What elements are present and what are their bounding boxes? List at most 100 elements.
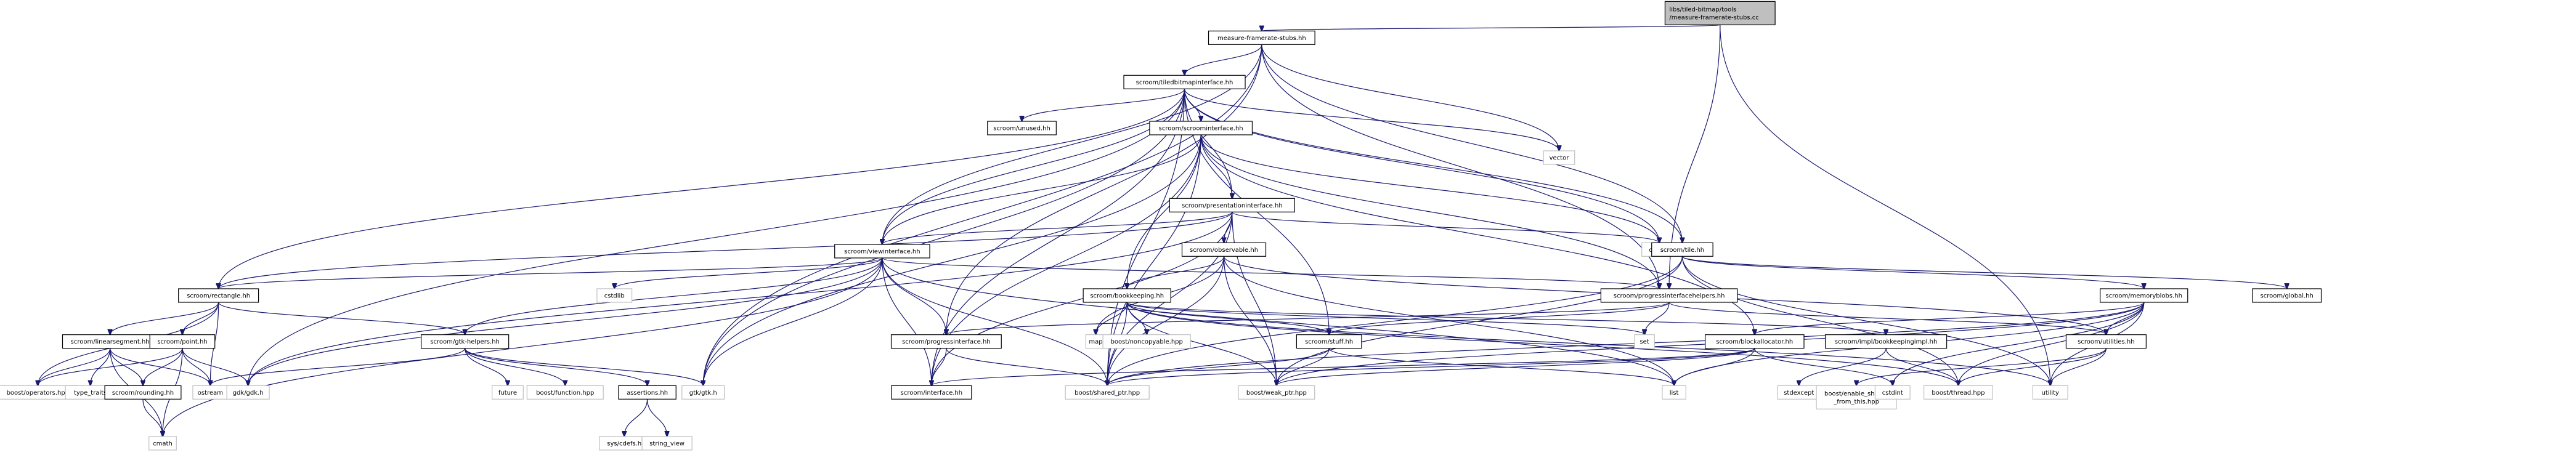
node-scroomi[interactable]: scroom/scroominterface.hh xyxy=(1149,121,1253,135)
node-gtk[interactable]: gtk/gtk.h xyxy=(681,385,725,400)
node-gdk[interactable]: gdk/gdk.h xyxy=(226,385,270,400)
node-stdexcept[interactable]: stdexcept xyxy=(1777,385,1821,400)
node-root[interactable]: libs/tiled-bitmap/tools/measure-framerat… xyxy=(1664,1,1776,25)
edge-memblobs-to-sharedptr xyxy=(1107,302,2145,385)
edge-tbi-to-rect xyxy=(219,89,1185,289)
edge-tile-to-thread xyxy=(1681,256,1958,385)
node-memblobs[interactable]: scroom/memoryblobs.hh xyxy=(2100,288,2188,303)
edge-viewi-to-interface xyxy=(882,257,932,385)
edge-mfs-to-vector xyxy=(1261,44,1559,151)
node-future[interactable]: future xyxy=(492,385,524,400)
node-box xyxy=(1065,385,1150,400)
edge-bkimpl-to-stdexcept xyxy=(1799,348,1887,386)
edge-scroomi-to-string xyxy=(1200,134,1659,289)
node-box xyxy=(1149,121,1253,135)
edge-gtkh-to-gtk xyxy=(465,348,704,386)
node-sharedptr[interactable]: boost/shared_ptr.hpp xyxy=(1065,385,1150,400)
node-box xyxy=(420,334,510,349)
node-ostream[interactable]: ostream xyxy=(192,385,229,400)
node-bookkeeping[interactable]: scroom/bookkeeping.hh xyxy=(1083,288,1171,303)
node-box xyxy=(1102,334,1191,349)
edge-presi-to-rect xyxy=(219,212,1233,289)
node-label: type_traits xyxy=(74,390,107,397)
node-linseg[interactable]: scroom/linearsegment.hh xyxy=(62,334,158,349)
edge-mfs-to-string xyxy=(1261,44,1659,289)
edge-rect-to-linseg xyxy=(110,302,219,335)
edge-viewi-to-gtk xyxy=(703,257,883,385)
node-label: future xyxy=(498,390,517,397)
node-global[interactable]: scroom/global.hh xyxy=(2252,288,2322,303)
node-bfunction[interactable]: boost/function.hpp xyxy=(526,385,604,400)
edge-scroomi-to-viewi xyxy=(882,134,1201,244)
node-label: scroom/progressinterface.hh xyxy=(902,339,991,345)
node-viewi[interactable]: scroom/viewinterface.hh xyxy=(834,244,930,259)
node-stuff[interactable]: scroom/stuff.hh xyxy=(1296,334,1362,349)
edge-stuff-to-list xyxy=(1328,348,1674,386)
edge-blockalloc-to-cstdint xyxy=(1754,348,1893,386)
node-progi[interactable]: scroom/progressinterface.hh xyxy=(890,334,1002,349)
node-utilities[interactable]: scroom/utilities.hh xyxy=(2065,334,2147,349)
node-label: scroom/linearsegment.hh xyxy=(71,339,150,345)
node-noncopy[interactable]: boost/noncopyable.hpp xyxy=(1102,334,1191,349)
node-bkimpl[interactable]: scroom/impl/bookkeepingimpl.hh xyxy=(1824,334,1948,349)
node-observable[interactable]: scroom/observable.hh xyxy=(1181,242,1267,257)
node-tile[interactable]: scroom/tile.hh xyxy=(1651,242,1713,257)
edge-presi-to-weakptr xyxy=(1232,212,1277,385)
node-cstdint[interactable]: cstdint xyxy=(1874,385,1911,400)
node-label: scroom/unused.hh xyxy=(993,125,1050,132)
node-box xyxy=(1824,334,1948,349)
edge-pih-to-utilities xyxy=(1668,302,2106,335)
node-label: scroom/impl/bookkeepingimpl.hh xyxy=(1835,339,1937,345)
edge-memblobs-to-blockalloc xyxy=(1755,302,2145,335)
node-label: sys/cdefs.h xyxy=(607,440,641,447)
edge-viewi-to-sharedptr xyxy=(882,257,1107,385)
node-label: assertions.hh xyxy=(627,390,668,397)
node-cstdlib[interactable]: cstdlib xyxy=(596,288,633,303)
edge-observable-to-bookkeeping xyxy=(1127,256,1225,289)
edge-tbi-to-cairo xyxy=(1184,89,1660,243)
node-box xyxy=(641,436,693,451)
edge-tile-to-utility xyxy=(1681,256,2050,385)
node-rect[interactable]: scroom/rectangle.hh xyxy=(178,288,259,303)
node-list[interactable]: list xyxy=(1662,385,1686,400)
node-box xyxy=(492,385,524,400)
node-weakptr[interactable]: boost/weak_ptr.hpp xyxy=(1238,385,1315,400)
node-presi[interactable]: scroom/presentationinterface.hh xyxy=(1169,198,1295,212)
node-cmath[interactable]: cmath xyxy=(148,436,177,451)
node-set[interactable]: set xyxy=(1634,334,1655,349)
edge-tile-to-global xyxy=(1681,256,2286,289)
node-pih[interactable]: scroom/progressinterfacehelpers.hh xyxy=(1600,288,1738,303)
node-box xyxy=(1600,288,1738,303)
node-mfs[interactable]: measure-framerate-stubs.hh xyxy=(1208,30,1315,45)
node-box xyxy=(1634,334,1655,349)
node-label: boost/enable_shared xyxy=(1824,390,1888,397)
node-label: scroom/stuff.hh xyxy=(1305,339,1353,345)
node-vector[interactable]: vector xyxy=(1543,150,1575,165)
node-assertions[interactable]: assertions.hh xyxy=(618,385,677,400)
edge-linseg-to-operators xyxy=(38,348,111,386)
edge-observable-to-sharedptr xyxy=(1107,256,1225,385)
node-label: scroom/tile.hh xyxy=(1660,247,1704,254)
node-label: scroom/presentationinterface.hh xyxy=(1182,203,1283,209)
edge-viewi-to-gtkh xyxy=(465,257,883,335)
node-unused[interactable]: scroom/unused.hh xyxy=(987,121,1057,135)
node-label: boost/weak_ptr.hpp xyxy=(1246,390,1307,397)
node-utility[interactable]: utility xyxy=(2032,385,2068,400)
edge-linseg-to-ostream xyxy=(110,348,211,386)
edge-tbi-to-gtk xyxy=(703,89,1185,385)
node-point[interactable]: scroom/point.hh xyxy=(149,334,216,349)
node-thread[interactable]: boost/thread.hpp xyxy=(1924,385,1993,400)
edge-viewi-to-list xyxy=(882,257,1674,385)
node-box xyxy=(1543,150,1575,165)
node-rounding[interactable]: scroom/rounding.hh xyxy=(104,385,182,400)
node-interface[interactable]: scroom/interface.hh xyxy=(891,385,972,400)
node-gtkh[interactable]: scroom/gtk-helpers.hh xyxy=(420,334,510,349)
edge-blockalloc-to-sharedptr xyxy=(1107,348,1755,386)
node-label: libs/tiled-bitmap/tools xyxy=(1669,6,1736,13)
edge-viewi-to-cmath xyxy=(163,257,883,437)
node-label: _from_this.hpp xyxy=(1833,398,1879,405)
node-box xyxy=(596,288,633,303)
node-stringview[interactable]: string_view xyxy=(641,436,693,451)
node-tbi[interactable]: scroom/tiledbitmapinterface.hh xyxy=(1123,74,1246,89)
node-blockalloc[interactable]: scroom/blockallocator.hh xyxy=(1704,334,1805,349)
